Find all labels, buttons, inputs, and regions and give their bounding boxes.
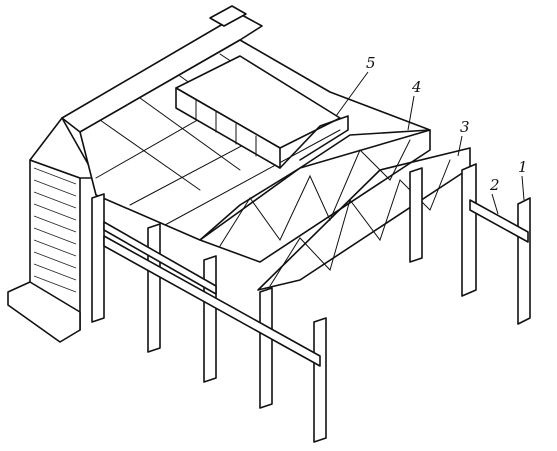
front-columns xyxy=(409,163,531,325)
callout-5-leader xyxy=(335,71,369,117)
lantern-window-mullions xyxy=(195,99,257,157)
crane-beam-rear xyxy=(103,235,321,367)
roof-trusses xyxy=(199,115,471,291)
front-column-b xyxy=(461,163,477,297)
callout-5: 5 xyxy=(335,54,376,117)
truss-3-web xyxy=(269,159,451,287)
callout-1: 1 xyxy=(518,158,528,201)
end-wall xyxy=(7,117,97,343)
truss-5-chords xyxy=(279,115,349,169)
wall-footing xyxy=(7,281,81,343)
crane-beam-upper xyxy=(103,221,217,295)
rear-column-3 xyxy=(203,255,217,383)
truss-3-chords xyxy=(257,147,471,291)
rear-parapet xyxy=(61,5,263,133)
callout-4-leader xyxy=(407,95,415,131)
truss-4-chords xyxy=(199,129,431,263)
front-column-a xyxy=(409,167,423,263)
front-column-c xyxy=(517,197,531,325)
callout-1-leader xyxy=(521,175,525,201)
callout-1-label: 1 xyxy=(518,158,528,176)
callout-4: 4 xyxy=(407,78,422,131)
truss-4-web xyxy=(219,139,411,247)
rear-parapet-wall xyxy=(61,13,263,133)
callout-2: 2 xyxy=(489,176,500,215)
roof-lantern xyxy=(175,55,341,169)
callout-5-label: 5 xyxy=(366,54,376,72)
callout-2-label: 2 xyxy=(489,176,500,194)
callout-4-label: 4 xyxy=(411,78,422,96)
callout-3: 3 xyxy=(457,118,470,157)
parapet-cap xyxy=(209,5,247,27)
roof-panel-joints-a xyxy=(99,53,321,191)
callout-2-leader xyxy=(491,193,499,215)
front-column-near xyxy=(313,317,327,443)
callout-3-label: 3 xyxy=(460,118,470,136)
callout-labels: 1 2 3 4 5 xyxy=(335,54,528,215)
rear-column-2 xyxy=(147,223,161,353)
rear-column-1 xyxy=(91,193,105,323)
crane-beam-2 xyxy=(469,199,529,243)
end-wall-masonry-hatch xyxy=(33,167,77,293)
callout-3-leader xyxy=(457,135,463,157)
rear-column-4 xyxy=(259,287,273,409)
crane-beams-rear xyxy=(103,221,321,367)
